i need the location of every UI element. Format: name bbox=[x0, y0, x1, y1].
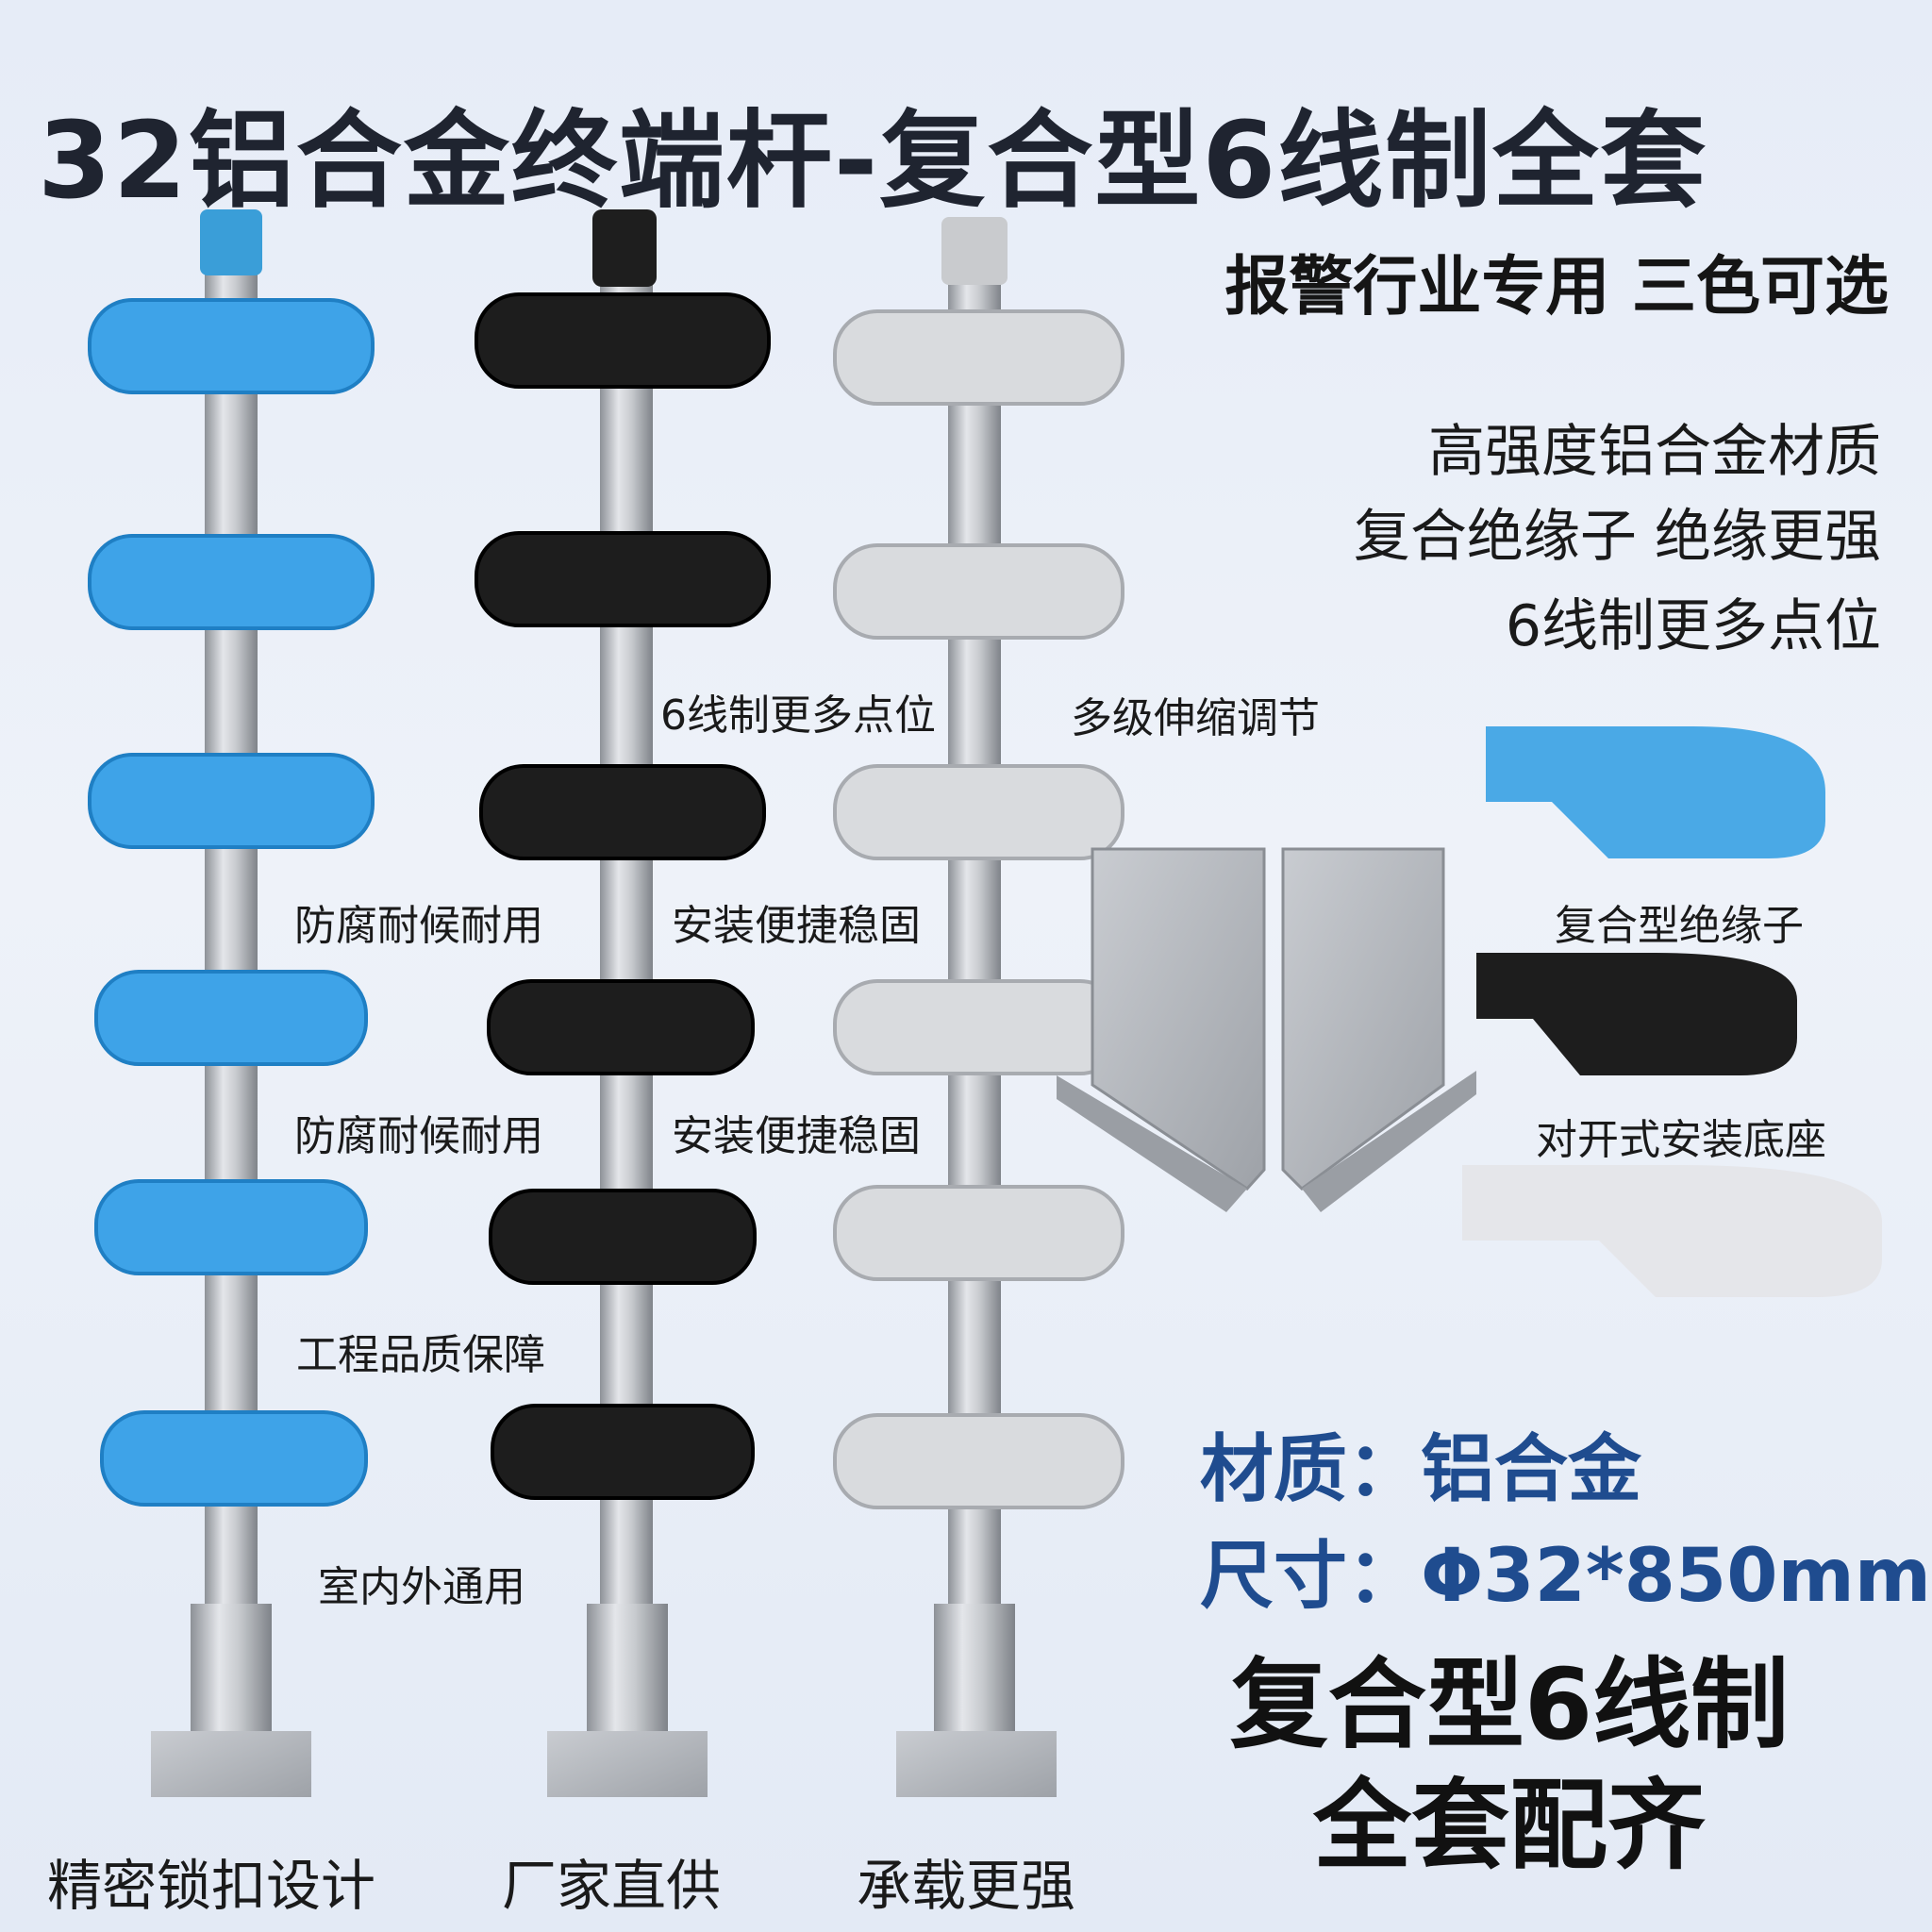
label-install-1: 安装便捷稳固 bbox=[672, 902, 921, 950]
label-insulator-part: 复合型绝缘子 bbox=[1555, 902, 1804, 950]
feature-six-wire: 6线制更多点位 bbox=[1505, 593, 1881, 659]
label-install-2: 安装便捷稳固 bbox=[672, 1112, 921, 1160]
subtitle: 报警行业专用 三色可选 bbox=[1224, 250, 1889, 325]
spec-size: 尺寸：Φ32*850mm bbox=[1200, 1534, 1932, 1619]
insulator-parts bbox=[1462, 726, 1882, 1297]
bottom-label-lock: 精密锁扣设计 bbox=[47, 1854, 376, 1918]
black-pole bbox=[475, 209, 771, 1797]
label-anticorrosion-1: 防腐耐候耐用 bbox=[294, 902, 543, 950]
label-telescopic: 多级伸缩调节 bbox=[1071, 694, 1320, 742]
label-base-part: 对开式安装底座 bbox=[1536, 1116, 1826, 1164]
spec-material: 材质：铝合金 bbox=[1200, 1427, 1642, 1512]
bottom-label-factory: 厂家直供 bbox=[502, 1854, 722, 1918]
label-anticorrosion-2: 防腐耐候耐用 bbox=[294, 1112, 543, 1160]
blue-pole bbox=[88, 209, 375, 1797]
silver-pole bbox=[833, 217, 1124, 1797]
promo-line-1: 复合型6线制 bbox=[1229, 1647, 1790, 1762]
mounting-brackets bbox=[1057, 847, 1476, 1212]
bottom-label-load: 承载更强 bbox=[857, 1854, 1076, 1918]
page-title: 32铝合金终端杆-复合型6线制全套 bbox=[38, 100, 1708, 223]
label-indoor-outdoor: 室内外通用 bbox=[318, 1563, 525, 1611]
feature-material: 高强度铝合金材质 bbox=[1428, 419, 1881, 485]
label-quality: 工程品质保障 bbox=[296, 1331, 545, 1379]
promo-line-2: 全套配齐 bbox=[1312, 1768, 1706, 1883]
feature-insulator: 复合绝缘子 绝缘更强 bbox=[1353, 504, 1881, 570]
label-six-wire: 6线制更多点位 bbox=[660, 691, 936, 740]
